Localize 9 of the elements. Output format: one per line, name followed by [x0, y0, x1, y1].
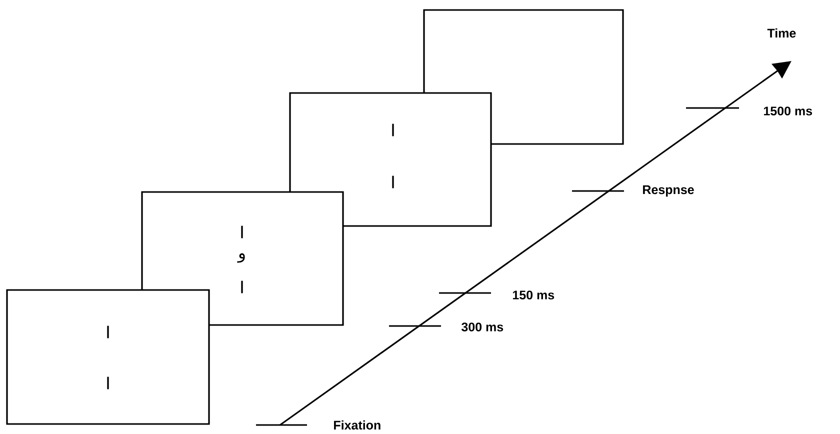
screen-box: I و I [141, 191, 344, 326]
screen-box: I I [6, 289, 210, 425]
time-label: Fixation [334, 420, 380, 430]
time-label: 150 ms [513, 290, 554, 300]
time-label: 1500 ms [764, 106, 812, 116]
axis-title: Time [767, 28, 796, 38]
time-label: 300 ms [462, 322, 504, 332]
time-label: Respnse [643, 185, 694, 197]
screen-box: I I [289, 92, 492, 227]
